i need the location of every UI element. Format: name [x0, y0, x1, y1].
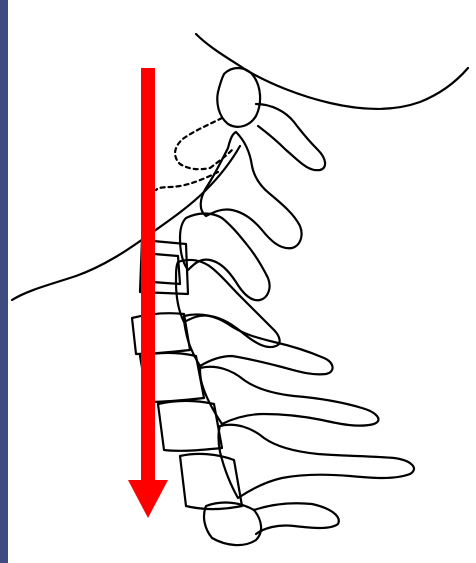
atlas-c1 [217, 68, 260, 127]
c4-vertebra [176, 260, 280, 347]
c1-posterior-arch [256, 104, 325, 170]
arrow-head [128, 480, 168, 518]
c6-vertebra [200, 367, 378, 426]
c7-body [180, 454, 242, 509]
c4-body [132, 313, 190, 354]
dashed-anterior-arch [156, 118, 232, 190]
c7-vertebra [219, 425, 415, 498]
skull-outline [196, 34, 468, 109]
c3-vertebra [180, 214, 270, 301]
arrow-shaft [141, 68, 155, 488]
